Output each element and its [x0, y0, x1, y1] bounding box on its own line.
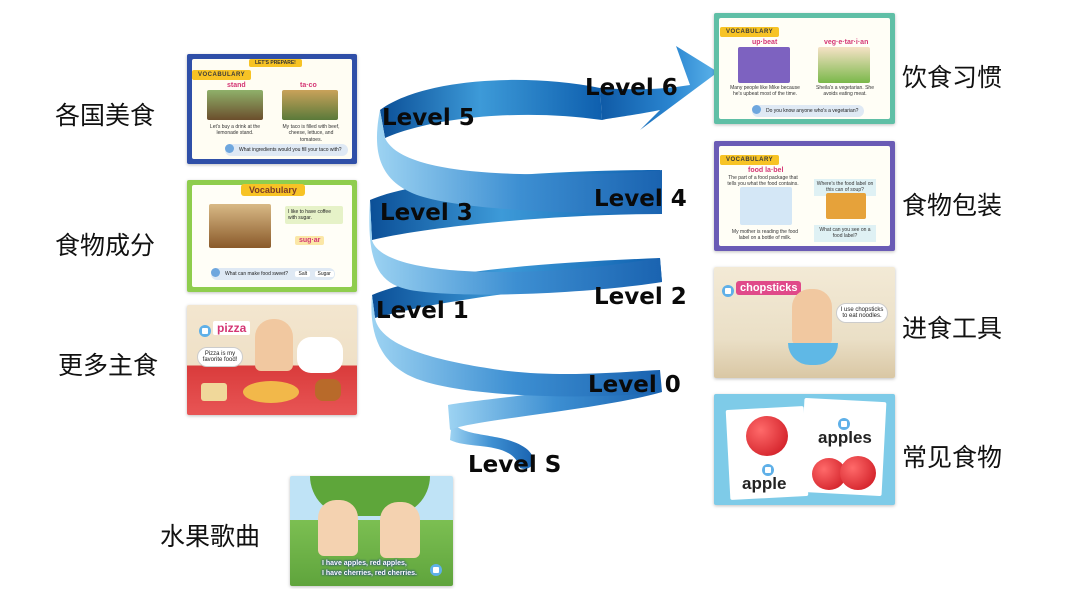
level-1-label: Level 1	[376, 298, 469, 324]
level-2-label: Level 2	[594, 284, 687, 310]
option-salt[interactable]: Salt	[295, 271, 311, 277]
topic-ingredients: 食物成分	[55, 231, 156, 260]
question-bar: What ingredients would you fill your tac…	[225, 144, 348, 156]
taco-picture	[282, 90, 338, 120]
vocab-word-apple: apple	[742, 474, 787, 493]
vocab-tag: VOCABULARY	[720, 155, 780, 165]
milk-picture	[740, 187, 792, 225]
lyric-line-2: I have cherries, red cherries.	[322, 570, 417, 577]
vocab-word: food la·bel	[748, 167, 784, 174]
question-bar: What can make food sweet? Salt Sugar	[211, 268, 335, 280]
caption-2: Sheila's a vegetarian. She avoids eating…	[816, 85, 874, 98]
pizza-picture	[243, 381, 299, 403]
soup-can-picture	[826, 193, 866, 219]
vocab-word-1: up·beat	[752, 39, 778, 46]
sentence-box: I like to have coffee with sugar.	[285, 206, 343, 224]
level-s-label: Level S	[468, 452, 562, 478]
topic-eating-tools: 进食工具	[902, 314, 1003, 343]
topic-food-packaging: 食物包装	[902, 191, 1003, 220]
question-bar: Do you know anyone who's a vegetarian?	[752, 105, 865, 117]
apples-icon-2	[840, 456, 876, 490]
level-4-label: Level 4	[594, 186, 687, 212]
thumb-staple-food[interactable]: pizza Pizza is my favorite food!	[187, 305, 357, 415]
caption-1: Let's buy a drink at the lemonade stand.	[209, 124, 261, 137]
spiral-band-3b	[369, 200, 662, 295]
vocab-word: sug·ar	[295, 236, 325, 245]
topic-common-food: 常见食物	[902, 443, 1003, 472]
spiral-band-1b	[371, 295, 660, 397]
level-3-label: Level 3	[380, 200, 473, 226]
question-2: What can you see on a food label?	[814, 225, 876, 242]
level-6-label: Level 6	[585, 75, 678, 101]
thumb-ingredients[interactable]: Vocabulary I like to have coffee with su…	[187, 180, 357, 292]
vegetarian-picture	[818, 47, 870, 83]
vocab-tag: VOCABULARY	[192, 70, 252, 80]
topic-fruit-song: 水果歌曲	[160, 522, 261, 551]
vocab-word: chopsticks	[736, 281, 802, 295]
question-icon	[752, 105, 761, 114]
caption-1: Many people like Mike because he's upbea…	[730, 85, 800, 98]
vocab-word-apples: apples	[818, 428, 872, 447]
spiral-arrow	[600, 46, 718, 130]
speech-bubble: Pizza is my favorite food!	[197, 347, 243, 367]
speech-bubble: I use chopsticks to eat noodles.	[836, 303, 888, 323]
sandwich-picture	[201, 383, 227, 401]
speaker-icon[interactable]	[838, 418, 850, 430]
speaker-icon[interactable]	[430, 564, 442, 576]
question-icon	[211, 268, 220, 277]
level-5-label: Level 5	[382, 105, 475, 131]
vocab-word-2: ta·co	[300, 82, 317, 89]
spiral-band-5	[380, 79, 602, 138]
slide-header: LET'S PREPARE!	[249, 59, 302, 67]
thumb-world-food[interactable]: LET'S PREPARE! VOCABULARY stand ta·co Le…	[187, 54, 357, 164]
spiral-tail	[450, 418, 534, 469]
upbeat-picture	[738, 47, 790, 83]
thumb-food-packaging[interactable]: VOCABULARY food la·bel The part of a foo…	[714, 141, 895, 251]
vocab-word-1: stand	[227, 82, 246, 89]
thumb-eating-tools[interactable]: chopsticks I use chopsticks to eat noodl…	[714, 267, 895, 378]
topic-world-food: 各国美食	[55, 101, 156, 130]
question-1: Where's the food label on this can of so…	[814, 179, 876, 196]
lyric-line-1: I have apples, red apples,	[322, 560, 407, 567]
topic-eating-habits: 饮食习惯	[902, 63, 1003, 92]
boy-picture	[380, 502, 420, 558]
boy-picture	[255, 319, 293, 371]
speaker-icon[interactable]	[199, 325, 211, 337]
sentence: My mother is reading the food label on a…	[731, 229, 799, 242]
definition: The part of a food package that tells yo…	[727, 175, 799, 188]
vocab-word-2: veg·e·tar·i·an	[824, 39, 869, 46]
level-0-label: Level 0	[588, 372, 681, 398]
vocab-tag: VOCABULARY	[720, 27, 780, 37]
speaker-icon[interactable]	[762, 464, 774, 476]
noodle-bowl-picture	[788, 343, 838, 365]
vocab-word: pizza	[213, 321, 251, 335]
spiral-band-5b	[376, 110, 662, 214]
thumb-common-food[interactable]: apple apples	[714, 394, 895, 505]
topic-staple-food: 更多主食	[58, 351, 159, 380]
speaker-icon[interactable]	[722, 285, 734, 297]
question-icon	[225, 144, 234, 153]
thumb-eating-habits[interactable]: VOCABULARY up·beat veg·e·tar·i·an Many p…	[714, 13, 895, 124]
girl-picture	[318, 500, 358, 556]
vocab-tag: Vocabulary	[241, 184, 305, 196]
option-sugar[interactable]: Sugar	[314, 271, 334, 277]
caption-2: My taco is filled with beef, cheese, let…	[282, 124, 340, 143]
stand-picture	[207, 90, 263, 120]
thumb-fruit-song[interactable]: I have apples, red apples, I have cherri…	[290, 476, 453, 586]
question-text: What can make food sweet?	[225, 271, 289, 277]
coffee-picture	[209, 204, 271, 248]
boy-picture	[792, 289, 832, 345]
hearts-bubble	[297, 337, 343, 373]
apple-icon	[746, 416, 788, 456]
burger-picture	[315, 379, 341, 401]
